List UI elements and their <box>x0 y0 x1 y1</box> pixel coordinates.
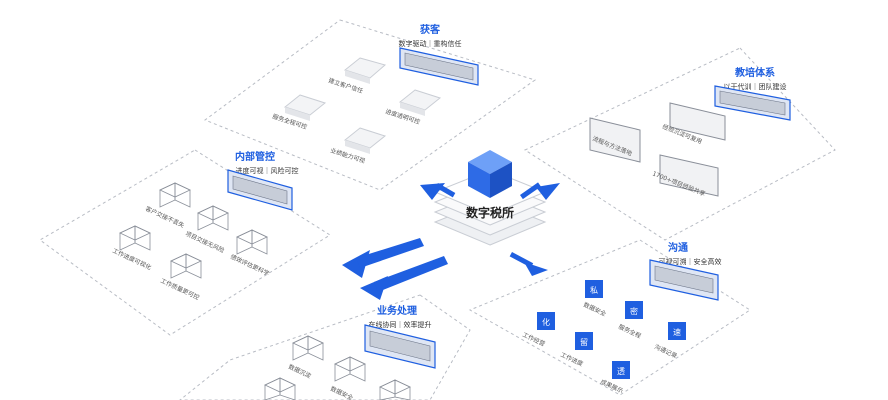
panel-bottom-item: 数据沉淀 <box>287 363 312 380</box>
panel-left-outline <box>39 149 331 336</box>
panel-bottom <box>179 294 471 400</box>
panel-top <box>203 19 537 191</box>
badge-label: 私 <box>590 286 598 295</box>
panel-bottom-right-subtitle: 可视可溯｜安全高效 <box>659 257 722 266</box>
panel-top-subtitle: 数字驱动｜重构信任 <box>399 39 462 48</box>
badge-label: 密 <box>630 306 638 316</box>
panel-bottom-title: 业务处理 <box>377 304 417 317</box>
badge-label: 透 <box>617 367 625 376</box>
tile-cube <box>283 57 442 154</box>
storage-unit <box>589 102 726 197</box>
center-cube-icon <box>468 150 512 198</box>
server-rack <box>227 169 293 211</box>
panel-left-title: 内部管控 <box>235 150 275 163</box>
panel-top-right <box>523 47 836 241</box>
panel-top-outline <box>203 19 537 191</box>
double-arrow-icon <box>342 238 448 300</box>
center-label: 数字税所 <box>466 205 514 220</box>
panel-bottom-right-item: 工作进度 <box>559 351 584 368</box>
wire-cube <box>119 182 268 279</box>
panel-bottom-right-item: 数据安全 <box>582 301 607 318</box>
panel-left-item: 工作质量更可控 <box>159 277 200 302</box>
badge-label: 化 <box>542 317 550 327</box>
panel-left-subtitle: 进度可视｜风险可控 <box>236 166 299 175</box>
panel-left-item: 工作进度可视化 <box>111 247 152 272</box>
panel-left-item: 绩效评估更科学 <box>229 253 270 278</box>
server-rack <box>649 259 719 301</box>
panel-bottom-item: 数据安全 <box>329 385 354 400</box>
server-rack <box>714 85 791 121</box>
wire-cube <box>264 335 411 400</box>
panel-top-right-outline <box>523 47 836 241</box>
server-rack <box>399 47 479 86</box>
panel-top-title: 获客 <box>419 23 441 36</box>
panel-bottom-right-item: 沟通记录 <box>653 343 678 360</box>
badge-label: 留 <box>580 337 588 347</box>
panel-bottom-right-title: 沟通 <box>668 241 688 254</box>
panel-bottom-right-item: 成果展示 <box>599 378 624 395</box>
arrow-icon <box>420 182 560 276</box>
panel-bottom-right-item: 工作经营 <box>521 331 546 348</box>
badge-cube <box>537 280 686 379</box>
panel-bottom-right-item: 服务全程 <box>617 323 642 340</box>
panel-top-right-title: 教培体系 <box>734 66 775 79</box>
panel-left <box>39 149 331 336</box>
server-rack <box>364 324 436 369</box>
panel-top-right-subtitle: 以干代训｜团队建设 <box>724 82 787 91</box>
panel-left-item: 客户交接不丢失 <box>144 205 185 230</box>
badge-label: 速 <box>673 328 681 337</box>
panel-bottom-subtitle: 在线协同｜效率提升 <box>369 320 432 329</box>
panel-bottom-outline <box>179 294 471 400</box>
panel-left-item: 项目交接无风险 <box>184 230 225 255</box>
